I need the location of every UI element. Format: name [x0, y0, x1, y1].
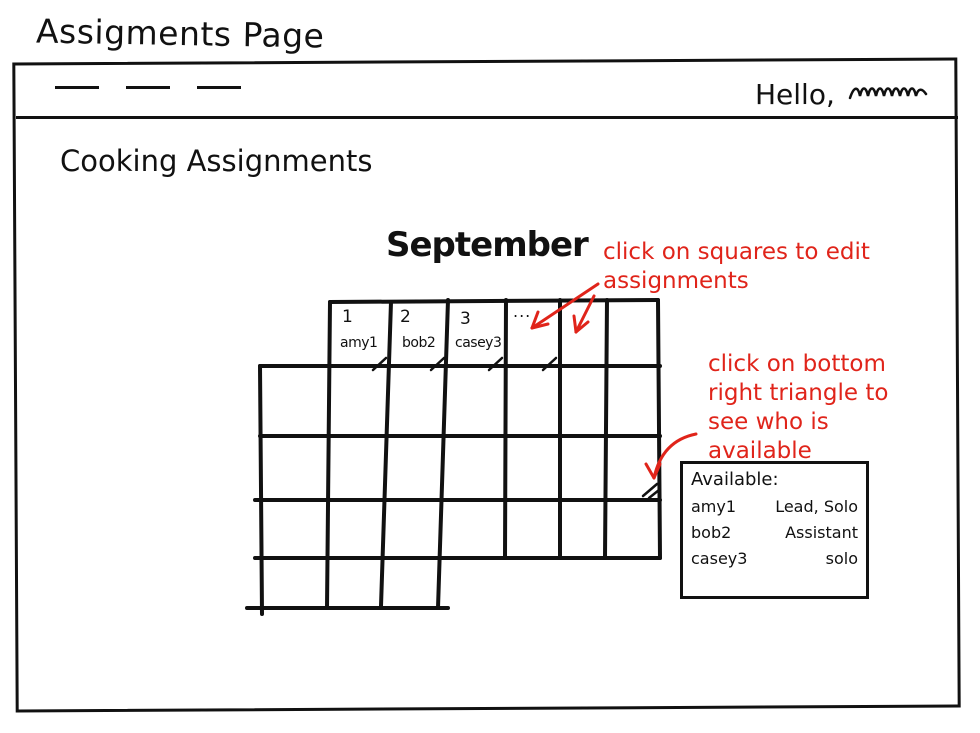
available-person-name: casey3	[691, 549, 748, 568]
available-person-role: Assistant	[785, 523, 858, 542]
header-divider	[16, 116, 958, 119]
availability-row[interactable]: bob2 Assistant	[691, 520, 858, 546]
available-person-name: bob2	[691, 523, 732, 542]
assignee-name[interactable]: amy1	[340, 335, 378, 351]
availability-triangle[interactable]	[371, 356, 388, 372]
nav-item-placeholder[interactable]	[55, 86, 99, 89]
annotation-arrows	[530, 282, 698, 480]
day-number: 1	[342, 307, 353, 327]
nav-item-placeholder[interactable]	[126, 86, 170, 89]
assignee-name[interactable]: bob2	[402, 335, 436, 351]
available-person-name: amy1	[691, 497, 737, 516]
username-scribble[interactable]	[848, 82, 928, 106]
availability-row[interactable]: amy1 Lead, Solo	[691, 494, 858, 520]
annotation-edit-squares: click on squares to edit assignments	[603, 239, 870, 294]
calendar-month-title: September	[386, 225, 589, 265]
availability-triangle[interactable]	[641, 482, 659, 498]
section-title: Cooking Assignments	[60, 144, 373, 178]
assignee-name[interactable]: casey3	[455, 335, 502, 351]
availability-popup-title: Available:	[691, 469, 779, 490]
annotation-bottom-triangle: click on bottom right triangle to see wh…	[708, 351, 889, 464]
user-greeting: Hello,	[755, 78, 835, 111]
available-person-role: solo	[825, 549, 858, 568]
more-days-ellipsis: ...	[513, 302, 532, 321]
availability-popup: Available: amy1 Lead, Solo bob2 Assistan…	[680, 461, 869, 599]
nav-item-placeholder[interactable]	[197, 86, 241, 89]
availability-triangle[interactable]	[647, 488, 661, 500]
availability-triangle[interactable]	[429, 356, 446, 372]
availability-row[interactable]: casey3 solo	[691, 546, 858, 572]
availability-triangle[interactable]	[541, 356, 558, 372]
available-person-role: Lead, Solo	[775, 497, 858, 516]
day-number: 2	[400, 307, 411, 327]
page-title: Assigments Page	[35, 11, 325, 56]
availability-triangle[interactable]	[487, 356, 504, 372]
day-number: 3	[460, 309, 471, 329]
assignment-calendar-grid[interactable]	[245, 296, 670, 626]
